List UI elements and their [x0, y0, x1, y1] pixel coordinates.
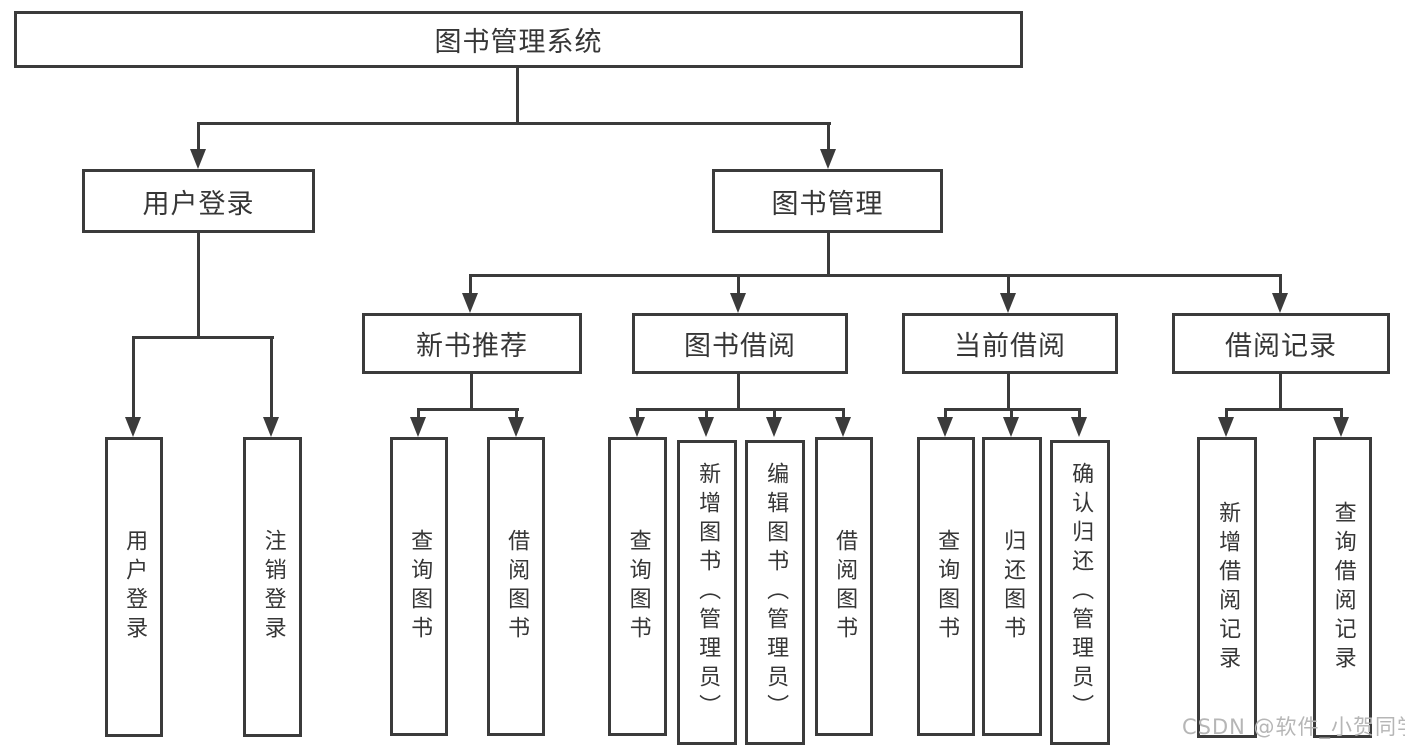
node-add-book-admin: 新增图书（管理员）: [677, 440, 737, 745]
connector-vline: [1279, 374, 1282, 408]
node-borrow-books-1-label: 借阅图书: [504, 528, 530, 645]
connector-vline: [197, 233, 200, 336]
node-borrow-books-2-label: 借阅图书: [832, 528, 858, 645]
node-book-borrow: 图书借阅: [632, 313, 848, 374]
node-user-login-leaf: 用户登录: [105, 437, 163, 737]
connector-vline: [470, 374, 473, 408]
connector-vline: [705, 408, 708, 419]
node-confirm-return-admin: 确认归还（管理员）: [1050, 440, 1110, 745]
arrow-down-icon: [1003, 417, 1019, 437]
connector-hline: [469, 274, 1282, 277]
arrow-down-icon: [1071, 417, 1087, 437]
node-return-book-label: 归还图书: [1000, 528, 1026, 645]
connector-vline: [1225, 408, 1228, 419]
node-query-books-2-label: 查询图书: [625, 528, 651, 645]
node-current-borrow: 当前借阅: [902, 313, 1118, 374]
connector-vline: [737, 274, 740, 295]
connector-hline: [418, 408, 519, 411]
node-add-borrow-record: 新增借阅记录: [1197, 437, 1257, 738]
node-query-books-3: 查询图书: [917, 437, 975, 736]
arrow-down-icon: [125, 417, 141, 437]
node-add-borrow-record-label: 新增借阅记录: [1215, 500, 1241, 675]
node-borrow-books-1: 借阅图书: [487, 437, 545, 736]
node-new-book-recommend-label: 新书推荐: [416, 331, 528, 362]
node-borrow-books-2: 借阅图书: [815, 437, 873, 736]
connector-vline: [1007, 374, 1010, 408]
arrow-down-icon: [766, 417, 782, 437]
node-logout: 注销登录: [243, 437, 302, 737]
arrow-down-icon: [1218, 417, 1234, 437]
node-confirm-return-admin-label: 确认归还（管理员）: [1068, 462, 1094, 723]
node-query-books-1: 查询图书: [390, 437, 448, 736]
arrow-down-icon: [462, 293, 478, 313]
arrow-down-icon: [629, 417, 645, 437]
connector-vline: [1340, 408, 1343, 419]
node-book-management-label: 图书管理: [771, 188, 884, 220]
node-user-login: 用户登录: [82, 169, 315, 233]
arrow-down-icon: [937, 417, 953, 437]
connector-vline: [197, 122, 200, 151]
node-library-system-label: 图书管理系统: [434, 27, 603, 58]
node-logout-label: 注销登录: [260, 529, 286, 645]
connector-vline: [270, 336, 273, 419]
connector-vline: [1010, 408, 1013, 419]
arrow-down-icon: [1272, 293, 1288, 313]
node-query-borrow-record: 查询借阅记录: [1313, 437, 1372, 738]
connector-vline: [737, 374, 740, 408]
connector-vline: [944, 408, 947, 419]
node-user-login-leaf-label: 用户登录: [122, 529, 148, 645]
connector-vline: [827, 122, 830, 151]
connector-vline: [1078, 408, 1081, 419]
node-edit-book-admin: 编辑图书（管理员）: [745, 440, 805, 745]
connector-vline: [132, 336, 135, 419]
node-query-books-3-label: 查询图书: [934, 528, 960, 645]
arrow-down-icon: [1333, 417, 1349, 437]
node-new-book-recommend: 新书推荐: [362, 313, 582, 374]
connector-vline: [515, 408, 518, 419]
node-current-borrow-label: 当前借阅: [954, 331, 1066, 362]
arrow-down-icon: [835, 417, 851, 437]
node-borrow-records: 借阅记录: [1172, 313, 1390, 374]
connector-vline: [827, 233, 830, 274]
connector-hline: [1226, 408, 1343, 411]
arrow-down-icon: [263, 417, 279, 437]
connector-hline: [945, 408, 1081, 411]
node-book-borrow-label: 图书借阅: [684, 331, 796, 362]
arrow-down-icon: [410, 417, 426, 437]
node-query-borrow-record-label: 查询借阅记录: [1330, 500, 1356, 675]
node-return-book: 归还图书: [982, 437, 1042, 736]
node-book-management: 图书管理: [712, 169, 943, 233]
arrow-down-icon: [820, 149, 836, 169]
connector-vline: [469, 274, 472, 295]
node-library-system: 图书管理系统: [14, 11, 1023, 68]
node-borrow-records-label: 借阅记录: [1225, 331, 1337, 362]
arrow-down-icon: [698, 417, 714, 437]
arrow-down-icon: [1000, 293, 1016, 313]
node-add-book-admin-label: 新增图书（管理员）: [695, 462, 721, 723]
node-query-books-1-label: 查询图书: [407, 528, 433, 645]
connector-vline: [842, 408, 845, 419]
arrow-down-icon: [190, 149, 206, 169]
connector-hline: [197, 122, 831, 125]
node-user-login-label: 用户登录: [142, 188, 255, 220]
connector-hline: [636, 408, 845, 411]
connector-vline: [773, 408, 776, 419]
connector-vline: [1007, 274, 1010, 295]
node-query-books-2: 查询图书: [608, 437, 667, 736]
connector-vline: [417, 408, 420, 419]
arrow-down-icon: [730, 293, 746, 313]
node-edit-book-admin-label: 编辑图书（管理员）: [763, 462, 789, 723]
csdn-watermark: CSDN @软件_小贺同学: [1182, 715, 1405, 739]
arrow-down-icon: [508, 417, 524, 437]
connector-vline: [636, 408, 639, 419]
connector-hline: [133, 336, 274, 339]
connector-vline: [516, 68, 519, 122]
connector-vline: [1279, 274, 1282, 295]
